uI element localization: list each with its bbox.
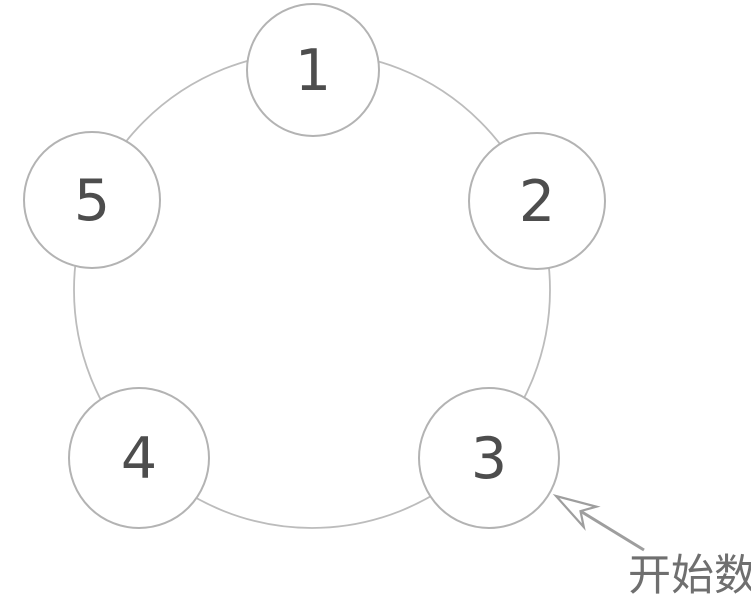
node-circle-1	[246, 3, 380, 137]
node-circle-5	[23, 131, 161, 269]
node-label-3: 3	[471, 426, 507, 492]
node-layer: 1 2 3 4 5	[23, 3, 606, 529]
node-label-1: 1	[295, 38, 331, 104]
node-label-5: 5	[74, 168, 110, 234]
annotation-arrow-line	[579, 509, 645, 552]
annotation-start-label: 开始数	[628, 551, 751, 601]
annotation-arrowhead-icon	[552, 493, 601, 531]
node-circle-3	[418, 387, 560, 529]
node-label-2: 2	[519, 169, 555, 235]
annotation-arrow	[552, 493, 645, 552]
node-circle-4	[68, 387, 210, 529]
node-label-4: 4	[121, 426, 157, 492]
node-circle-2	[468, 132, 606, 270]
